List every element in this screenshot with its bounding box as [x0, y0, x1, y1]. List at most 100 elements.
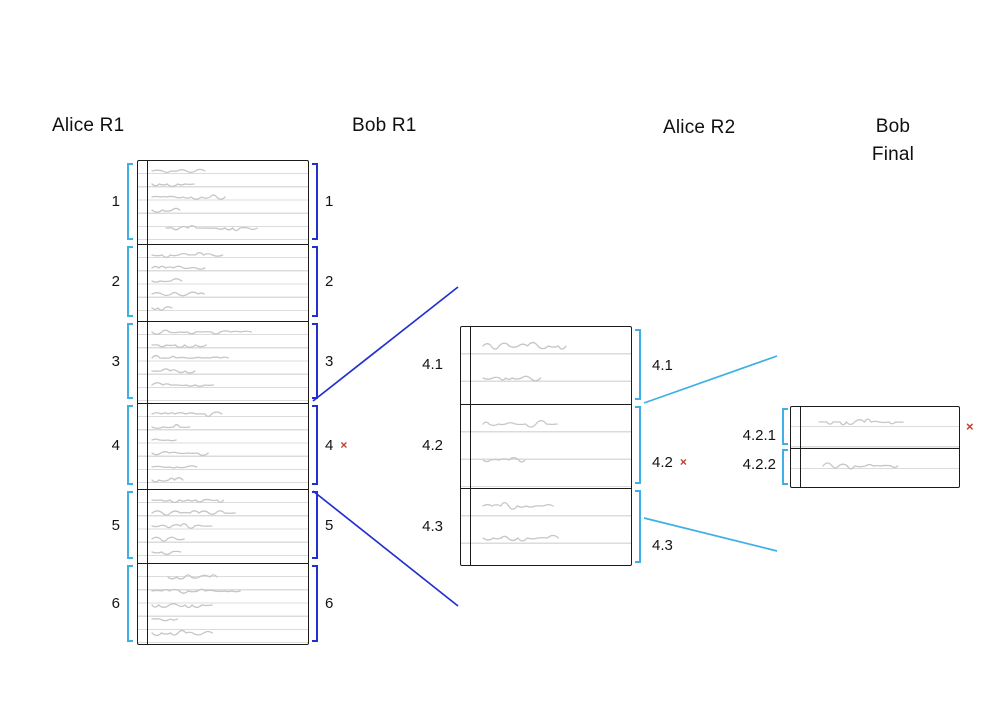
handwriting-scribble: [151, 545, 182, 559]
doc1-right-label-3: 3: [325, 352, 334, 370]
handwriting-scribble: [482, 371, 543, 385]
doc1-left-label-2: 2: [111, 273, 120, 290]
doc1-section-6: [138, 563, 308, 644]
doc1-section-1: [138, 161, 308, 244]
doc1-margin-line: [147, 161, 148, 644]
doc1-left-label-6: 6: [111, 595, 120, 612]
doc1-section4-reject-x: ×: [340, 438, 348, 452]
doc2-right-label-42: 4.2 ×: [652, 447, 712, 477]
handwriting-scribble: [151, 598, 213, 612]
column-header-bob-final-line1: Bob: [875, 116, 911, 137]
doc1-left-label-4: 4: [111, 436, 120, 454]
doc1-left-label-5: 5: [111, 516, 120, 534]
doc3-alice-bracket-422: [782, 449, 788, 485]
doc3-section-422: [791, 448, 959, 487]
doc1-right-label-4-text: 4: [325, 436, 334, 454]
column-header-alice-r2: Alice R2: [663, 117, 736, 138]
handwriting-scribble: [482, 339, 573, 353]
handwriting-scribble: [151, 584, 244, 598]
handwriting-scribble: [151, 274, 186, 288]
document-section4-expanded: [460, 326, 632, 566]
document-round1: [137, 160, 309, 645]
handwriting-scribble: [165, 221, 262, 235]
doc2-section-41: [461, 327, 631, 404]
handwriting-scribble: [151, 164, 212, 178]
handwriting-scribble: [167, 570, 218, 584]
doc1-right-label-2: 2: [325, 273, 334, 290]
doc1-alice-bracket-4: [127, 405, 133, 485]
handwriting-scribble: [482, 499, 554, 513]
doc3-left-label-421: 4.2.1: [742, 426, 776, 444]
doc2-alice-bracket-42: [635, 406, 641, 484]
handwriting-scribble: [151, 248, 224, 262]
handwriting-scribble: [151, 325, 252, 339]
handwriting-scribble: [151, 626, 218, 640]
handwriting-scribble: [151, 203, 184, 217]
doc1-right-label-5: 5: [325, 516, 334, 534]
handwriting-scribble: [151, 433, 184, 447]
doc2-right-label-41: 4.1: [652, 356, 673, 374]
handwriting-scribble: [151, 190, 228, 204]
handwriting-scribble: [151, 519, 216, 533]
doc1-right-label-1: 1: [325, 193, 334, 210]
doc2-right-label-42-text: 4.2: [652, 453, 673, 471]
doc2-section42-reject-x: ×: [679, 455, 687, 469]
doc1-right-label-6: 6: [325, 595, 334, 612]
doc1-section-3: [138, 321, 308, 403]
handwriting-scribble: [482, 453, 531, 467]
doc2-left-label-41: 4.1: [422, 356, 443, 373]
doc1-left-label-1: 1: [111, 193, 120, 210]
doc3-section-421: [791, 407, 959, 448]
column-header-bob-r1: Bob R1: [352, 115, 417, 136]
handwriting-scribble: [151, 493, 228, 507]
doc2-alice-bracket-41: [635, 329, 641, 400]
doc2-section-43: [461, 488, 631, 565]
handwriting-scribble: [151, 338, 210, 352]
doc1-alice-bracket-5: [127, 491, 133, 559]
handwriting-scribble: [151, 506, 240, 520]
doc3-left-label-422: 4.2.2: [742, 455, 776, 473]
handwriting-scribble: [151, 446, 210, 460]
doc1-alice-bracket-6: [127, 565, 133, 642]
handwriting-scribble: [482, 531, 560, 545]
doc2-margin-line: [470, 327, 471, 565]
doc3-margin-line: [800, 407, 801, 487]
handwriting-scribble: [151, 301, 178, 315]
doc1-alice-bracket-2: [127, 246, 133, 317]
doc1-section-4: [138, 403, 308, 489]
doc2-alice-bracket-43: [635, 490, 641, 563]
handwriting-scribble: [151, 378, 218, 392]
handwriting-scribble: [151, 407, 226, 421]
doc1-alice-bracket-3: [127, 323, 133, 399]
doc1-bob-bracket-4: [312, 405, 318, 485]
doc1-alice-bracket-1: [127, 163, 133, 240]
doc2-right-label-43: 4.3: [652, 536, 673, 554]
handwriting-scribble: [151, 364, 196, 378]
column-header-alice-r1: Alice R1: [52, 115, 125, 136]
doc1-section-5: [138, 489, 308, 563]
handwriting-scribble: [151, 261, 206, 275]
doc1-right-label-4: 4 ×: [325, 402, 369, 488]
handwriting-scribble: [482, 417, 563, 431]
handwriting-scribble: [151, 287, 212, 301]
doc2-left-label-43: 4.3: [422, 518, 443, 535]
doc1-bob-bracket-1: [312, 163, 318, 240]
doc1-left-label-3: 3: [111, 352, 120, 370]
document-section42-expanded: [790, 406, 960, 488]
handwriting-scribble: [818, 415, 905, 429]
handwriting-scribble: [151, 177, 198, 191]
doc2-left-label-42: 4.2: [422, 436, 443, 454]
doc2-section-42: [461, 404, 631, 488]
column-header-bob-final-line2: Final: [871, 144, 915, 165]
handwriting-scribble: [151, 532, 190, 546]
doc1-section-2: [138, 244, 308, 321]
column-header-bob-final: Bob Final: [848, 113, 938, 169]
handwriting-scribble: [151, 612, 180, 626]
handwriting-scribble: [151, 351, 232, 365]
doc1-bob-bracket-6: [312, 565, 318, 642]
handwriting-scribble: [151, 460, 202, 474]
doc1-bob-bracket-2: [312, 246, 318, 317]
doc3-reject-x: ×: [966, 419, 974, 434]
handwriting-scribble: [151, 473, 186, 487]
